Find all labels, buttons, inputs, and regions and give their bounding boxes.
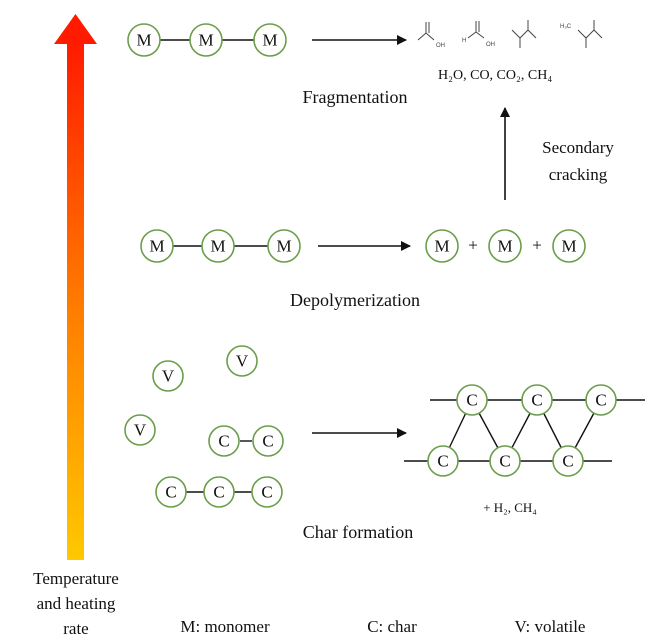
- char-node: C: [562, 452, 573, 471]
- monomer-node: M: [497, 237, 512, 256]
- char-node: C: [499, 452, 510, 471]
- plus-sign: +: [532, 236, 542, 255]
- char-node: C: [261, 483, 272, 502]
- char-node: C: [165, 483, 176, 502]
- char-network: C C C C C C: [404, 384, 645, 477]
- monomer-node: M: [262, 31, 277, 50]
- plus-sign: +: [468, 236, 478, 255]
- monomer-node: M: [198, 31, 213, 50]
- molecule-label: OH: [436, 43, 445, 49]
- depolymerization-caption: Depolymerization: [290, 290, 420, 310]
- monomer-node: M: [561, 237, 576, 256]
- gas-products: H₂O, CO, CO₂, CH₄: [438, 68, 552, 83]
- char-node: C: [218, 432, 229, 451]
- volatile-node: V: [236, 352, 249, 371]
- axis-label-line1: Temperature: [33, 569, 119, 588]
- legend-char: C: char: [367, 617, 417, 636]
- fragmentation-chain: M M M: [127, 23, 287, 57]
- char-node: C: [466, 391, 477, 410]
- char-formation-caption: Char formation: [303, 522, 413, 542]
- char-byproduct: + H₂, CH₄: [483, 500, 537, 515]
- temperature-arrow: [54, 14, 97, 560]
- monomer-node: M: [136, 31, 151, 50]
- depolymerization-chain: M M M: [140, 229, 301, 263]
- fragmentation-caption: Fragmentation: [303, 87, 408, 107]
- axis-label-line3: rate: [63, 619, 88, 638]
- char-node: C: [595, 391, 606, 410]
- secondary-cracking-label-line1: Secondary: [542, 138, 614, 157]
- molecule-label: OH: [486, 42, 495, 48]
- char-pair: C C: [208, 425, 284, 457]
- axis-label-line2: and heating: [37, 594, 116, 613]
- char-node: C: [262, 432, 273, 451]
- monomer-node: M: [276, 237, 291, 256]
- small-molecules: OH H OH H₃C: [417, 20, 603, 49]
- monomer-node: M: [210, 237, 225, 256]
- legend-volatile: V: volatile: [515, 617, 586, 636]
- char-node: C: [531, 391, 542, 410]
- volatile-nodes: V V V: [124, 345, 258, 446]
- volatile-node: V: [162, 367, 175, 386]
- monomer-node: M: [434, 237, 449, 256]
- secondary-cracking-label-line2: cracking: [549, 165, 608, 184]
- molecule-label: H₃C: [560, 24, 572, 30]
- char-node: C: [437, 452, 448, 471]
- char-triple: C C C: [155, 476, 283, 508]
- legend-monomer: M: monomer: [180, 617, 270, 636]
- volatile-node: V: [134, 421, 147, 440]
- molecule-label: H: [462, 38, 466, 44]
- monomer-node: M: [149, 237, 164, 256]
- free-monomers: M M M + +: [425, 229, 586, 263]
- char-node: C: [213, 483, 224, 502]
